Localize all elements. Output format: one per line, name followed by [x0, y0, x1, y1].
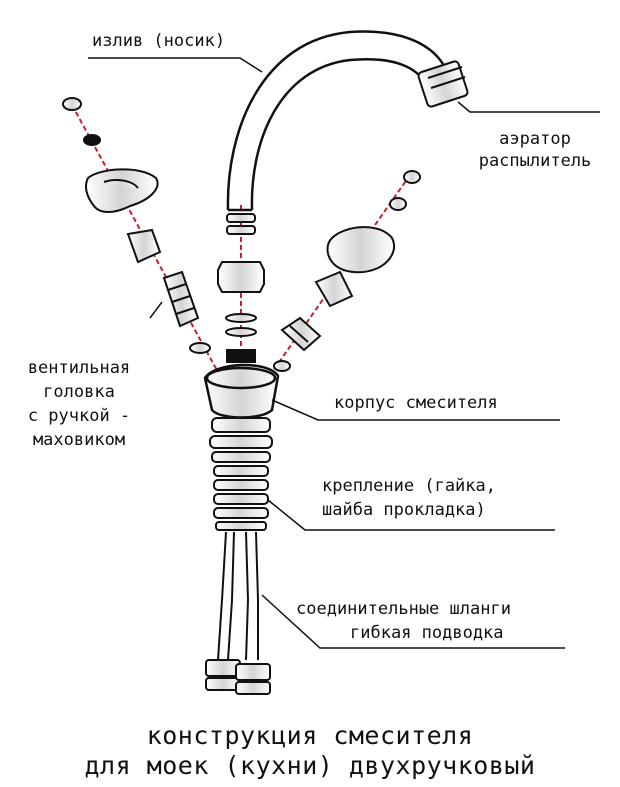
aerator	[417, 60, 469, 108]
caption-line2: для моек (кухни) двухручковый	[84, 751, 536, 780]
label-valve-line4: маховиком	[32, 430, 126, 450]
right-valve	[273, 170, 421, 372]
label-hoses-line2: гибкая подводка	[350, 623, 504, 643]
label-mixer-body: корпус смесителя	[334, 393, 498, 413]
label-mount-line1: крепление (гайка,	[322, 476, 496, 496]
label-spout: излив (носик)	[92, 31, 226, 51]
label-valve-line3: с ручкой -	[27, 406, 131, 426]
flex-hoses	[217, 531, 259, 661]
mixer-body	[203, 363, 280, 419]
leader-lines	[88, 57, 600, 649]
label-hoses-line1: соединительные шланги	[296, 599, 511, 619]
label-valve-line2: головка	[43, 382, 115, 402]
spout-fittings	[217, 213, 265, 363]
caption-line1: конструкция смесителя	[146, 721, 474, 750]
label-aerator-line2: распылитель	[478, 151, 592, 171]
label-valve-line1: вентильная	[27, 358, 131, 378]
label-mount-line2: шайба прокладка)	[322, 500, 486, 520]
hose-fittings	[205, 659, 271, 695]
label-aerator-line1: аэратор	[499, 129, 571, 149]
left-valve	[62, 97, 211, 354]
mount-thread	[209, 417, 273, 531]
spout	[226, 30, 450, 212]
